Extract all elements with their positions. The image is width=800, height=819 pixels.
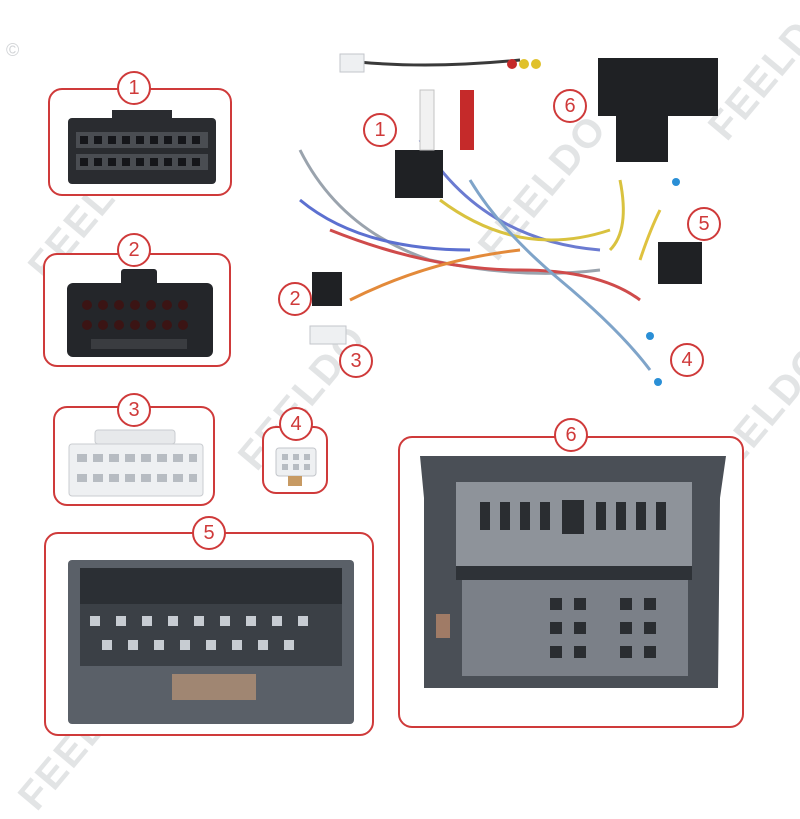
harness-callout-6: 6 [553,89,587,123]
panel-number-6: 6 [554,418,588,452]
connector-2-image [67,269,213,357]
panel-number-4: 4 [279,407,313,441]
connector-6-image [420,456,726,688]
connector-3-image [68,429,204,497]
connector-panel-1 [48,88,232,196]
panel-number-3: 3 [117,393,151,427]
harness-callout-3: 3 [339,344,373,378]
harness-callout-1: 1 [363,113,397,147]
panel-number-5: 5 [192,516,226,550]
harness-callout-5: 5 [687,207,721,241]
watermark: FEELDO [470,106,616,269]
connector-panel-6 [398,436,744,728]
connector-1-image [68,110,216,184]
copyright-symbol: © [6,40,20,60]
connector-4-image [275,447,317,486]
harness-callout-4: 4 [670,343,704,377]
panel-number-1: 1 [117,71,151,105]
connector-panel-2 [43,253,231,367]
watermark: FEELDO [700,0,800,149]
connector-panel-5 [44,532,374,736]
connector-5-image [68,560,354,724]
panel-number-2: 2 [117,233,151,267]
harness-callout-2: 2 [278,282,312,316]
